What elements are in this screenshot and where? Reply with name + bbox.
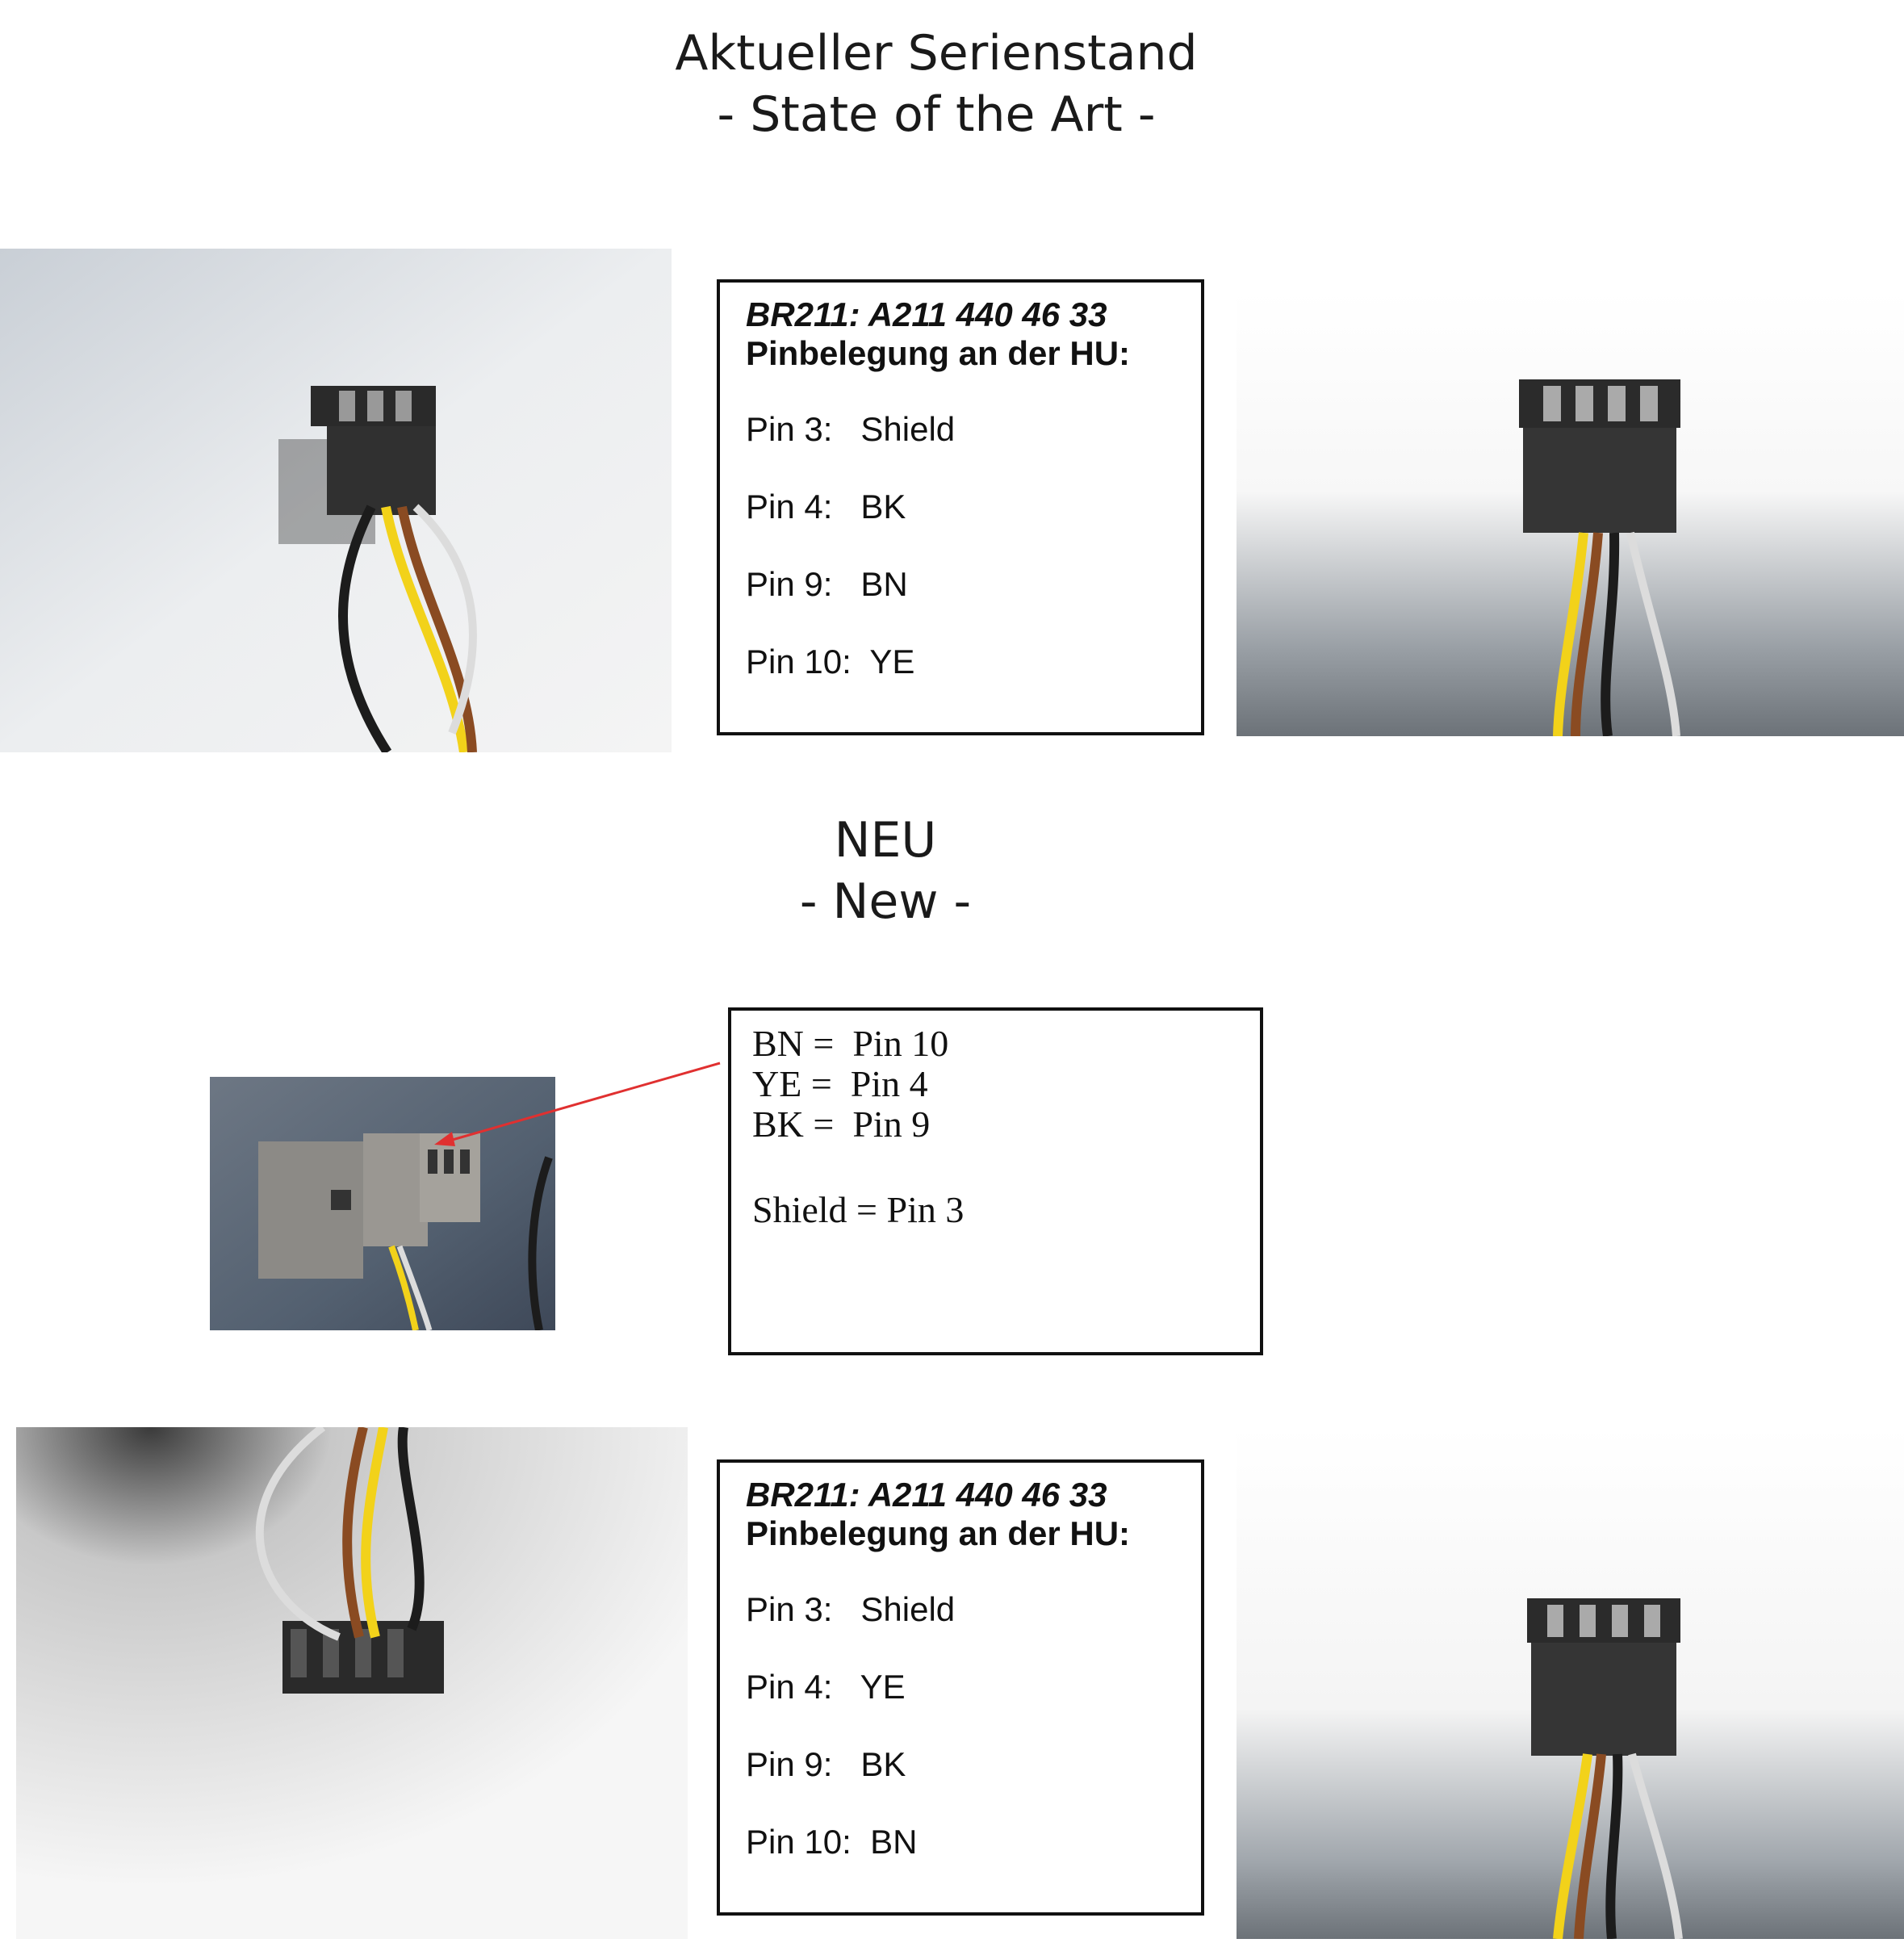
heading-line-2: - State of the Art - <box>717 86 1156 143</box>
pin-row: Pin 4: BK <box>746 488 906 526</box>
heading-line-1: Aktueller Serienstand <box>675 25 1198 82</box>
connector-photo-bottom-right <box>1237 1427 1904 1939</box>
box-part-number: BR211: A211 440 46 33 <box>746 1476 1107 1514</box>
pin-assignment-box-current: BR211: A211 440 46 33 Pinbelegung an der… <box>717 279 1204 735</box>
box-subtitle: Pinbelegung an der HU: <box>746 1514 1131 1552</box>
pin-row: Pin 10: BN <box>746 1823 918 1861</box>
heading-new: NEU - New - <box>724 810 1047 932</box>
red-arrow-indicator <box>434 1062 721 1146</box>
pin-assignment-box-new: BR211: A211 440 46 33 Pinbelegung an der… <box>717 1459 1204 1916</box>
box-subtitle: Pinbelegung an der HU: <box>746 334 1131 372</box>
mapping-row: BK = Pin 9 <box>752 1103 931 1145</box>
heading-state-of-the-art: Aktueller Serienstand - State of the Art… <box>613 23 1259 145</box>
connector-photo-bottom-left <box>16 1427 688 1939</box>
pin-row: Pin 3: Shield <box>746 410 956 448</box>
mapping-row: YE = Pin 4 <box>752 1063 928 1104</box>
heading-line-2: - New - <box>799 873 972 930</box>
connector-photo-top-right <box>1237 291 1904 736</box>
pin-row: Pin 9: BK <box>746 1745 906 1783</box>
pin-row: Pin 3: Shield <box>746 1590 956 1628</box>
heading-line-1: NEU <box>834 812 937 869</box>
connector-photo-top-left <box>0 249 672 752</box>
pin-row: Pin 10: YE <box>746 643 915 680</box>
mapping-row: BN = Pin 10 <box>752 1023 949 1064</box>
pin-row: Pin 9: BN <box>746 565 908 603</box>
pin-row: Pin 4: YE <box>746 1668 906 1706</box>
new-pin-mapping-box: BN = Pin 10 YE = Pin 4 BK = Pin 9 Shield… <box>728 1007 1263 1355</box>
box-part-number: BR211: A211 440 46 33 <box>746 295 1107 333</box>
new-connector-photo <box>210 1077 555 1330</box>
mapping-row: Shield = Pin 3 <box>752 1189 965 1230</box>
